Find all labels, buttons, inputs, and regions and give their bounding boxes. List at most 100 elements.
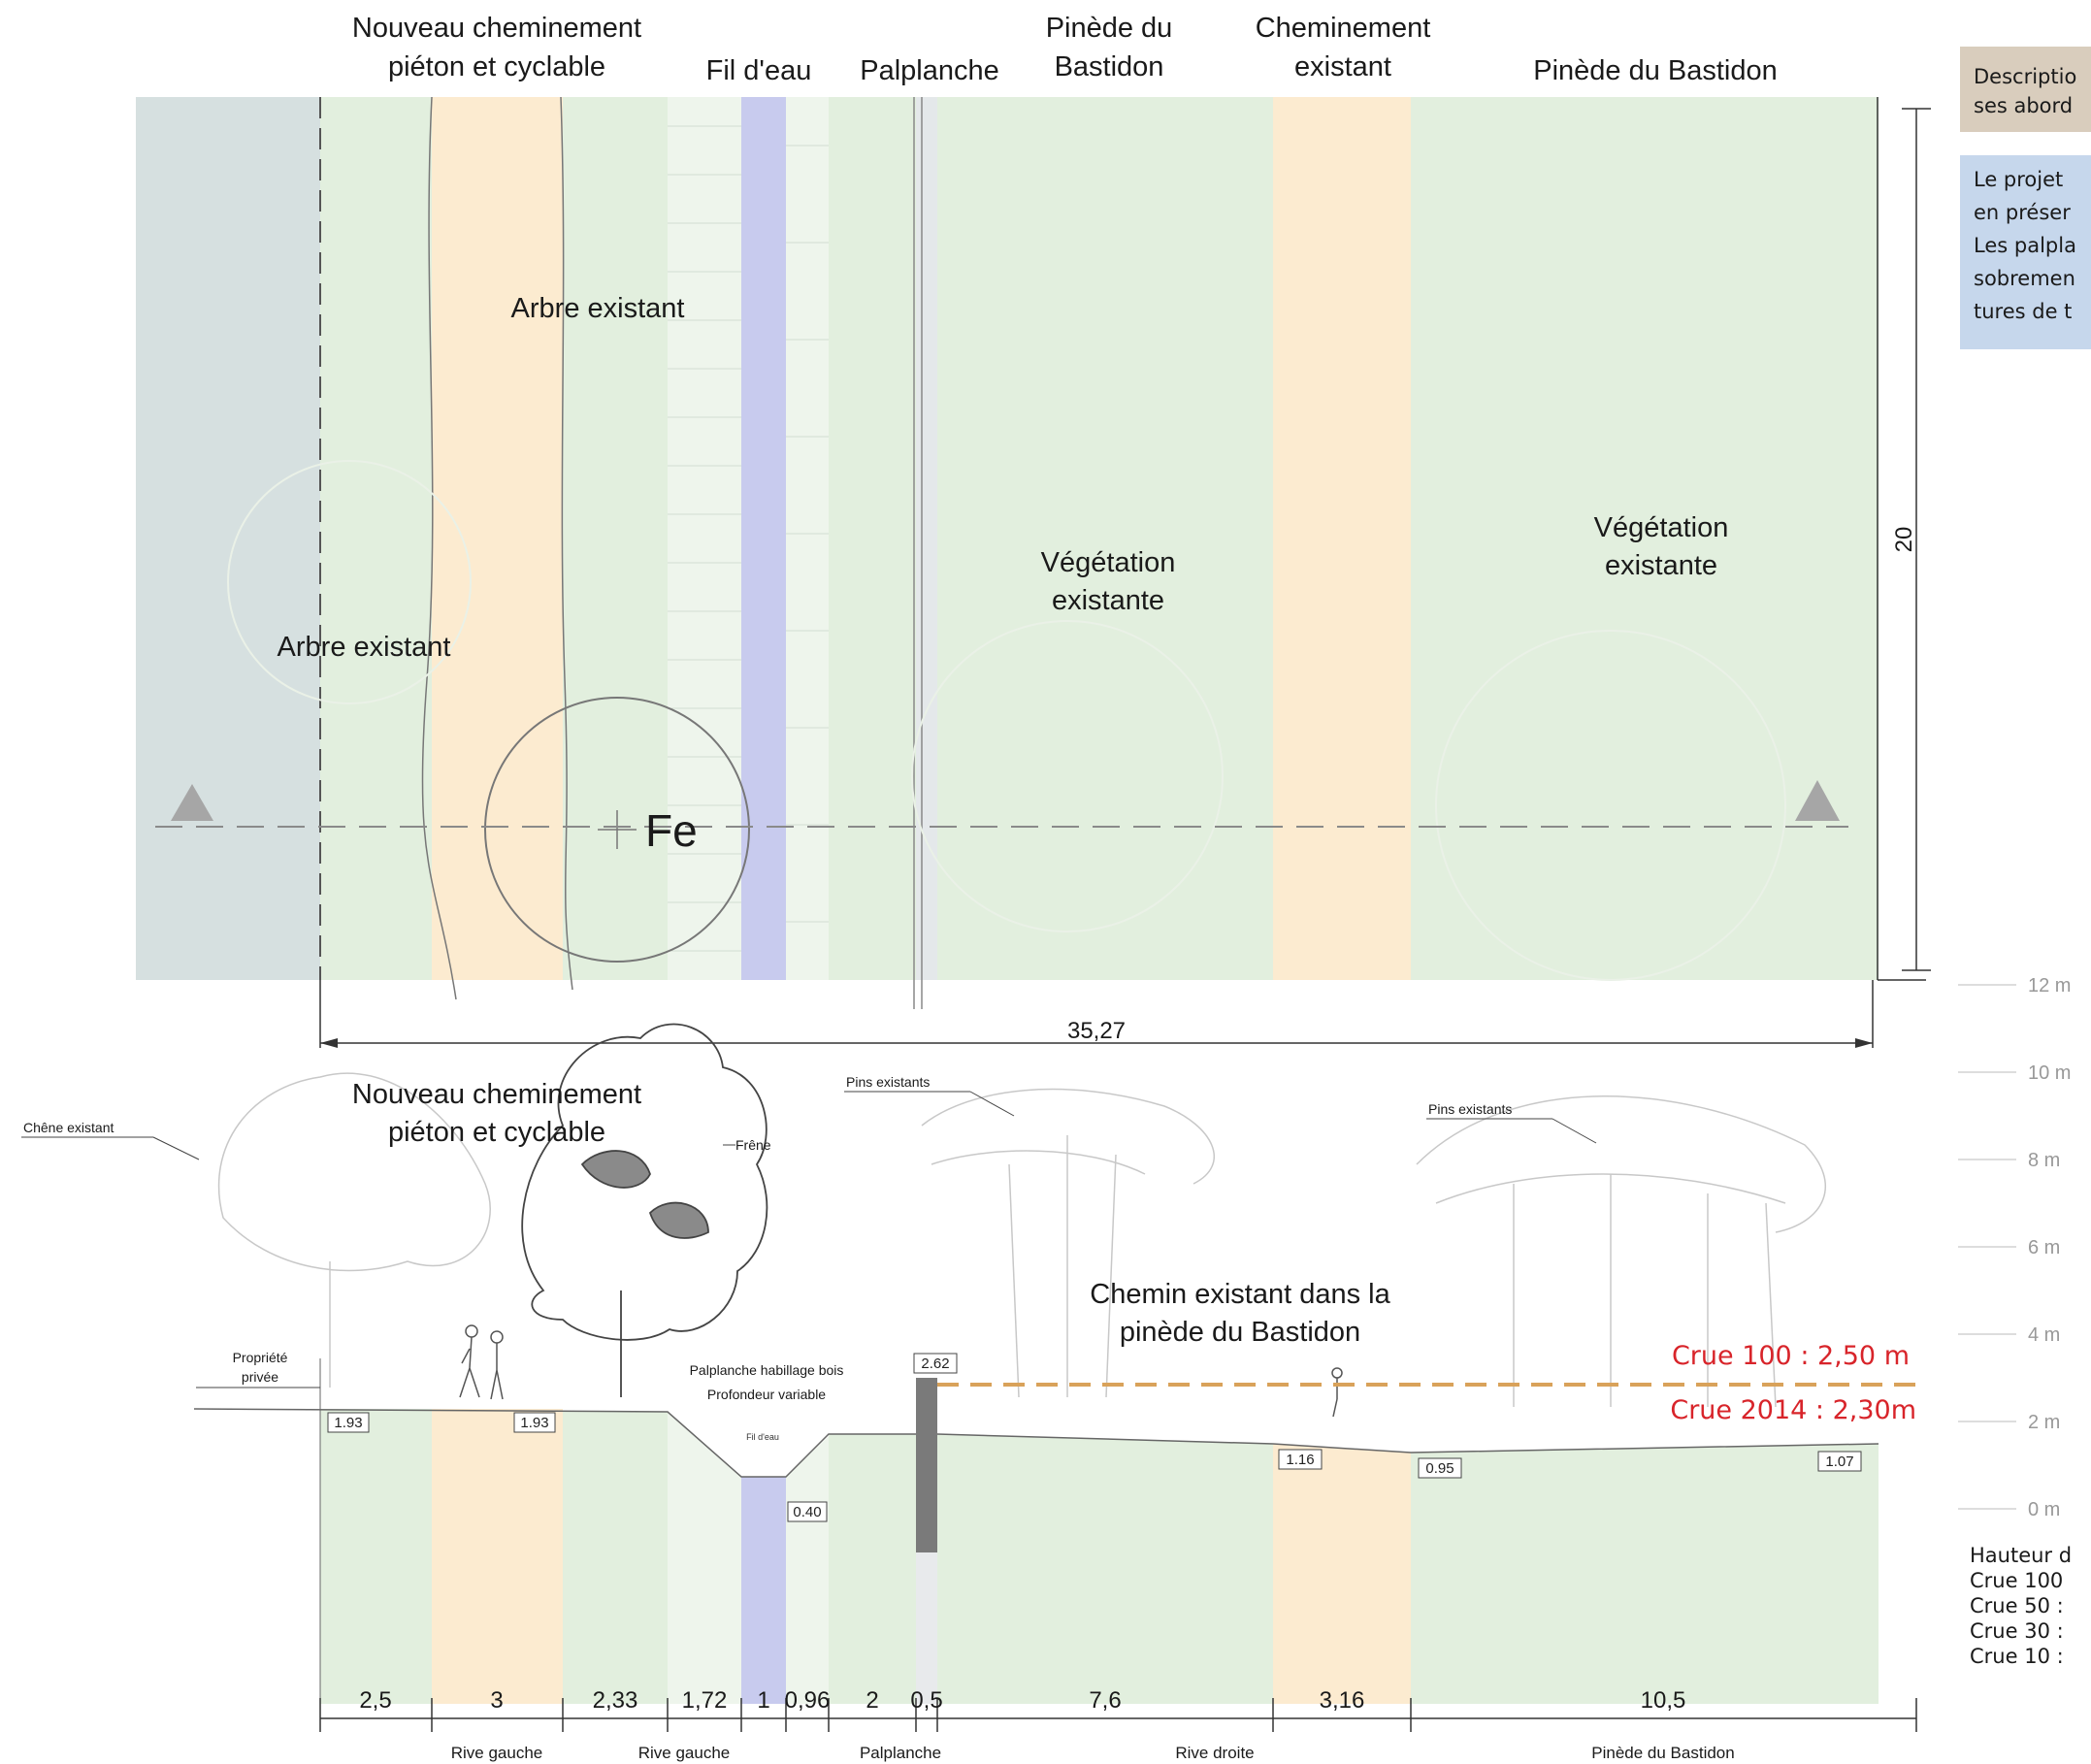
- plan-slope-band: [668, 97, 741, 980]
- elev-5: 1.16: [1286, 1452, 1314, 1468]
- flood-line-4: Crue 30 :: [1970, 1619, 2064, 1643]
- plan-right-bank-band: [829, 97, 916, 980]
- section-palplanche-upper: [916, 1378, 937, 1552]
- plan-existing-path-band: [1273, 97, 1411, 980]
- label-propriete-1: Propriété: [233, 1350, 288, 1365]
- section-left-bank-2: [563, 1412, 668, 1704]
- flood-line-2: Crue 100: [1970, 1569, 2064, 1592]
- pedestrians-icon: [459, 1324, 1343, 1418]
- zone-label-1: Rive gauche: [451, 1744, 543, 1762]
- plan-label-existing-path-2: existant: [1294, 51, 1391, 82]
- width-10: 3,16: [1320, 1687, 1365, 1714]
- plan-label-pinede-2: Bastidon: [1055, 51, 1164, 82]
- plan-label-new-path-2: piéton et cyclable: [388, 51, 605, 82]
- elev-1: 1.93: [334, 1415, 362, 1431]
- plan-vegetation-2a: Végétation: [1594, 512, 1729, 543]
- plan-slope-band-2: [786, 97, 829, 980]
- width-6: 0,96: [785, 1687, 831, 1714]
- plan-vegetation-band: [937, 97, 1273, 980]
- zone-label-4: Rive droite: [1175, 1744, 1254, 1762]
- zone-label-2: Rive gauche: [638, 1744, 731, 1762]
- scale-2: 2 m: [2028, 1412, 2060, 1433]
- frene-tree-icon: [521, 1023, 768, 1397]
- section-pinede: [1411, 1444, 1879, 1704]
- section-arrow-right-icon: [1795, 780, 1840, 821]
- description-body-line-3: Les palpla: [1974, 234, 2076, 257]
- section-chemin-1: Chemin existant dans la: [1090, 1279, 1390, 1310]
- flood-line-5: Crue 10 :: [1970, 1645, 2064, 1668]
- description-header-line-1: Descriptio: [1974, 65, 2077, 88]
- zone-label-5: Pinède du Bastidon: [1591, 1744, 1734, 1762]
- plan-width-dimension: 35,27: [1067, 1018, 1126, 1044]
- description-panel-body: Le projet en préser Les palpla sobremen …: [1960, 155, 2091, 349]
- plan-arbre-existant-left: Arbre existant: [278, 632, 451, 663]
- plan-arbre-existant-top: Arbre existant: [511, 293, 685, 324]
- description-panel-header: Descriptio ses abord: [1960, 47, 2091, 132]
- section-chemin-2: pinède du Bastidon: [1120, 1317, 1360, 1348]
- width-2: 3: [490, 1687, 503, 1714]
- section-left-bank: [320, 1409, 432, 1704]
- plan-fe-label: Fe: [645, 805, 698, 856]
- plan-label-pinede-1: Pinède du: [1046, 13, 1173, 44]
- width-7: 2: [866, 1687, 878, 1714]
- plan-vegetation-1a: Végétation: [1041, 547, 1176, 578]
- width-4: 1,72: [682, 1687, 728, 1714]
- section-arrow-left-icon: [171, 784, 213, 821]
- label-crue-2014: Crue 2014 : 2,30m: [1670, 1395, 1916, 1425]
- width-3: 2,33: [593, 1687, 638, 1714]
- height-scale: 12 m 10 m 8 m 6 m 4 m 2 m 0 m: [1958, 975, 2071, 1520]
- plan-height-dimension: 20: [1891, 527, 1917, 553]
- description-body-line-4: sobremen: [1974, 267, 2075, 290]
- label-palplanche-note-2: Profondeur variable: [707, 1387, 826, 1402]
- plan-view: Nouveau cheminement piéton et cyclable F…: [136, 13, 1931, 1048]
- section-path-title-2: piéton et cyclable: [388, 1117, 605, 1148]
- label-pins-1: Pins existants: [846, 1074, 930, 1090]
- section-new-path: [432, 1409, 563, 1704]
- elev-6: 0.95: [1425, 1460, 1454, 1477]
- flood-line-1: Hauteur d: [1970, 1544, 2073, 1567]
- description-body-line-1: Le projet: [1974, 168, 2064, 191]
- label-chene: Chêne existant: [23, 1120, 114, 1135]
- label-propriete-2: privée: [242, 1369, 278, 1385]
- elev-3: 0.40: [793, 1504, 821, 1520]
- plan-bank-band: [320, 97, 432, 980]
- width-5: 1: [757, 1687, 769, 1714]
- width-8: 0,5: [910, 1687, 942, 1714]
- elev-4: 2.62: [921, 1356, 949, 1372]
- plan-label-existing-path-1: Cheminement: [1256, 13, 1431, 44]
- scale-4: 4 m: [2028, 1324, 2060, 1346]
- scale-0: 0 m: [2028, 1499, 2060, 1520]
- scale-10: 10 m: [2028, 1062, 2071, 1084]
- section-slope-left: [668, 1412, 741, 1704]
- plan-new-path-band: [432, 97, 563, 980]
- label-palplanche-note-1: Palplanche habillage bois: [690, 1362, 844, 1378]
- section-path-title-1: Nouveau cheminement: [352, 1079, 641, 1110]
- plan-pinede-band: [1411, 97, 1879, 980]
- section-water: [741, 1477, 786, 1704]
- scale-6: 6 m: [2028, 1237, 2060, 1258]
- section-palplanche-lower: [916, 1552, 937, 1704]
- description-body-line-5: tures de t: [1974, 300, 2073, 323]
- width-1: 2,5: [359, 1687, 391, 1714]
- plan-label-palplanche: Palplanche: [860, 55, 999, 86]
- plan-label-new-path-1: Nouveau cheminement: [352, 13, 641, 44]
- section-slope-right: [786, 1436, 829, 1704]
- label-fil-eau-small: Fil d'eau: [746, 1432, 779, 1442]
- plan-label-fil-eau: Fil d'eau: [706, 55, 812, 86]
- plan-private-band: [136, 97, 320, 980]
- frene-canopy-circle: [484, 697, 750, 963]
- elev-7: 1.07: [1825, 1454, 1853, 1470]
- scale-12: 12 m: [2028, 975, 2071, 996]
- plan-palplanche-band: [916, 97, 937, 980]
- label-frene: Frêne: [735, 1137, 771, 1153]
- width-11: 10,5: [1641, 1687, 1686, 1714]
- flood-line-3: Crue 50 :: [1970, 1594, 2064, 1617]
- plan-vegetation-2b: existante: [1605, 550, 1717, 581]
- zone-label-3: Palplanche: [860, 1744, 941, 1762]
- section-view: 1.93 1.93 0.40 2.62 1.16 0.95 1.07 2,5: [21, 975, 2071, 1762]
- scale-8: 8 m: [2028, 1150, 2060, 1171]
- description-body-line-2: en préser: [1974, 201, 2071, 224]
- plan-vegetation-1b: existante: [1052, 585, 1164, 616]
- plan-label-pinede-full: Pinède du Bastidon: [1533, 55, 1778, 86]
